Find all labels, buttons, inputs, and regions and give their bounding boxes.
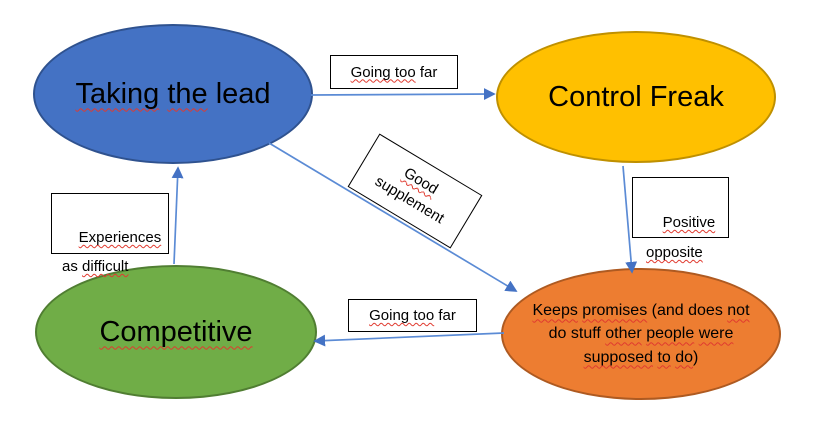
- text-segment: as: [62, 258, 83, 275]
- misspelled-text-segment: opposite: [646, 244, 703, 261]
- node-competitive-label: Competitive: [37, 316, 315, 349]
- misspelled-text-segment: were: [698, 325, 734, 343]
- node-control-freak-label: Control Freak: [498, 81, 774, 114]
- arrow-keeps-to-competitive: [313, 332, 505, 347]
- misspelled-text-segment: to: [657, 348, 671, 366]
- text-segment: far: [415, 63, 438, 81]
- arrow-competitive-to-taking: [171, 166, 184, 265]
- misspelled-text-segment: difficult: [82, 258, 129, 275]
- misspelled-text-segment: Competitive: [99, 315, 253, 348]
- misspelled-text-segment: the: [167, 77, 208, 110]
- text-segment: ): [693, 348, 699, 366]
- misspelled-text-segment: Positive: [662, 214, 716, 231]
- misspelled-text-segment: do: [675, 348, 694, 366]
- misspelled-text-segment: people: [646, 325, 695, 343]
- text-segment: do stuff: [548, 325, 606, 343]
- misspelled-text-segment: Taking: [75, 77, 160, 110]
- misspelled-text-segment: Experiences: [78, 229, 162, 246]
- misspelled-text-segment: promises: [582, 302, 648, 320]
- misspelled-text-segment: other: [605, 325, 642, 343]
- node-competitive: Competitive: [35, 265, 317, 399]
- edge-label-text: Going too far: [369, 307, 456, 324]
- edge-label-going-too-far-bottom: Going too far: [348, 299, 477, 332]
- arrow-control-to-keeps: [622, 165, 638, 274]
- node-keeps-promises-label: Keeps promises (and does not do stuff ot…: [503, 299, 779, 368]
- node-taking-the-lead-label: Taking the lead: [35, 78, 311, 111]
- edge-label-experiences-as-difficult: Experiences as difficult: [51, 193, 169, 275]
- text-segment: lead: [207, 77, 271, 110]
- node-keeps-promises: Keeps promises (and does not do stuff ot…: [501, 268, 781, 400]
- misspelled-text-segment: supposed: [583, 348, 653, 366]
- text-segment: Control Freak: [548, 80, 724, 113]
- edge-label-text: Experiences as difficult: [62, 229, 161, 275]
- node-taking-the-lead: Taking the lead: [33, 24, 313, 164]
- edge-label-good-supplement: Good supplement: [347, 133, 483, 249]
- edge-label-text: Going too far: [351, 64, 438, 81]
- edge-label-going-too-far-top: Going too far: [330, 55, 458, 89]
- text-segment: far: [434, 307, 456, 324]
- misspelled-text-segment: Going too: [350, 63, 416, 81]
- misspelled-text-segment: not: [727, 302, 750, 320]
- edge-label-text: Good supplement: [371, 152, 460, 229]
- text-segment: (and does: [647, 302, 728, 320]
- misspelled-text-segment: Keeps: [532, 302, 578, 320]
- misspelled-text-segment: Going too: [369, 307, 435, 324]
- arrow-taking-to-control: [310, 88, 496, 101]
- edge-label-text: Positive opposite: [646, 214, 715, 261]
- node-control-freak: Control Freak: [496, 31, 776, 163]
- edge-label-positive-opposite: Positive opposite: [632, 177, 729, 261]
